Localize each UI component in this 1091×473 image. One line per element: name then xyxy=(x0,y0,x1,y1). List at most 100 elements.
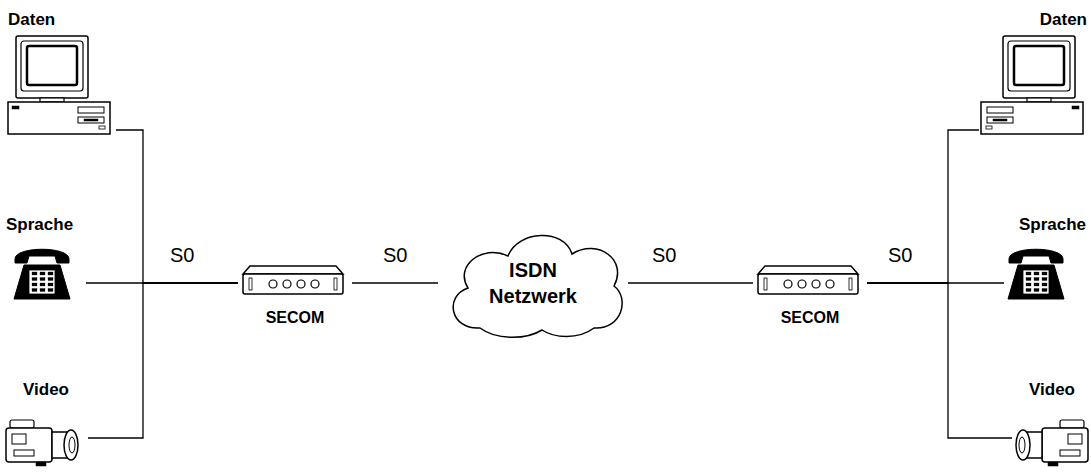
icon-part xyxy=(1042,278,1047,281)
telephone-icon xyxy=(1006,245,1066,301)
node-label: SECOM xyxy=(753,308,867,327)
terminal-box: Sprache xyxy=(6,215,86,303)
icon-part xyxy=(987,117,1013,123)
network-cloud-box: ISDN Netzwerk xyxy=(438,224,628,342)
icon-part xyxy=(1034,278,1039,281)
icon-part xyxy=(48,272,53,275)
node-label: Sprache xyxy=(6,215,86,235)
icon-group xyxy=(14,249,70,299)
icon-part xyxy=(32,283,37,286)
icon-part xyxy=(78,107,104,113)
text-holder: Video xyxy=(4,380,88,400)
icon-part xyxy=(758,274,858,294)
icon-part xyxy=(48,283,53,286)
video-camera-icon xyxy=(6,420,82,466)
icon-part xyxy=(27,46,77,85)
icon-part xyxy=(8,102,110,134)
icon-part xyxy=(1016,430,1030,460)
interface-label: S0 xyxy=(170,244,194,267)
icon-part xyxy=(32,289,37,292)
icon-part xyxy=(14,265,70,299)
icon-part xyxy=(849,278,852,290)
icon-group xyxy=(453,235,622,337)
icon-part xyxy=(1068,434,1082,444)
text-holder: SECOM xyxy=(753,264,867,327)
icon-part xyxy=(764,278,767,290)
icon-part xyxy=(1003,36,1075,98)
connector-line xyxy=(116,130,238,283)
icon-group xyxy=(758,266,858,294)
text-holder: Daten xyxy=(979,10,1087,30)
icon-part xyxy=(993,119,1007,121)
icon-part xyxy=(48,289,53,292)
icon-part xyxy=(1034,272,1039,275)
icon-part xyxy=(1008,265,1064,299)
video-camera-icon xyxy=(1012,420,1088,466)
icon-part xyxy=(40,289,45,292)
icon-part xyxy=(1042,428,1088,462)
connector-line xyxy=(88,283,238,438)
terminal-box: Sprache xyxy=(1004,215,1086,303)
network-cloud xyxy=(438,224,628,342)
secom-device xyxy=(758,264,858,296)
indicator-led xyxy=(297,280,305,288)
icon-group xyxy=(1008,249,1064,299)
terminal-box: Video xyxy=(4,380,88,470)
icon-part xyxy=(10,420,34,428)
icon-part xyxy=(14,450,34,456)
icon-part xyxy=(453,235,622,337)
connector-line xyxy=(628,282,753,283)
icon-group xyxy=(8,36,110,134)
text-holder: ISDN Netzwerk xyxy=(438,224,628,342)
terminal-box: Daten xyxy=(979,10,1087,138)
icon-part xyxy=(1023,270,1049,294)
text-holder: Sprache xyxy=(6,215,86,235)
icon-part xyxy=(1026,289,1031,292)
text-holder: Sprache xyxy=(1004,215,1086,235)
indicator-led xyxy=(283,280,291,288)
icon-part xyxy=(1026,272,1031,275)
connector-line xyxy=(867,283,1012,438)
icon-part xyxy=(36,462,46,466)
icon-part xyxy=(29,270,55,294)
terminal-box: Video xyxy=(1012,380,1091,470)
icon-part xyxy=(249,278,252,290)
text-holder: SECOM xyxy=(238,264,352,327)
icon-part xyxy=(12,434,26,444)
icon-part xyxy=(1008,41,1070,91)
icon-part xyxy=(1026,278,1031,281)
icon-part xyxy=(758,266,858,274)
icon-part xyxy=(334,278,337,290)
indicator-led xyxy=(826,280,834,288)
icon-part xyxy=(1014,46,1064,85)
network-name: ISDN Netzwerk xyxy=(478,257,588,309)
icon-part xyxy=(981,102,1083,134)
computer-icon xyxy=(8,36,112,136)
text-holder: Daten xyxy=(8,10,116,30)
device-box: SECOM xyxy=(753,264,867,332)
icon-part xyxy=(1019,437,1025,453)
icon-part xyxy=(40,278,45,281)
computer-icon xyxy=(979,36,1083,136)
node-label: Daten xyxy=(979,10,1087,30)
icon-part xyxy=(12,106,19,109)
indicator-led xyxy=(812,280,820,288)
device-box: SECOM xyxy=(238,264,352,332)
icon-part xyxy=(1060,420,1084,428)
interface-label: S0 xyxy=(652,244,676,267)
indicator-led xyxy=(798,280,806,288)
terminal-box: Daten xyxy=(8,10,116,138)
icon-part xyxy=(99,126,105,129)
icon-part xyxy=(32,272,37,275)
icon-part xyxy=(243,274,343,294)
icon-group xyxy=(6,420,78,466)
icon-group xyxy=(243,266,343,294)
icon-part xyxy=(6,428,52,462)
node-label: Video xyxy=(1012,380,1091,400)
icon-part xyxy=(16,36,88,98)
icon-part xyxy=(1026,283,1031,286)
icon-part xyxy=(78,117,104,123)
icon-group xyxy=(1016,420,1088,466)
secom-device xyxy=(243,264,343,296)
icon-part xyxy=(48,278,53,281)
